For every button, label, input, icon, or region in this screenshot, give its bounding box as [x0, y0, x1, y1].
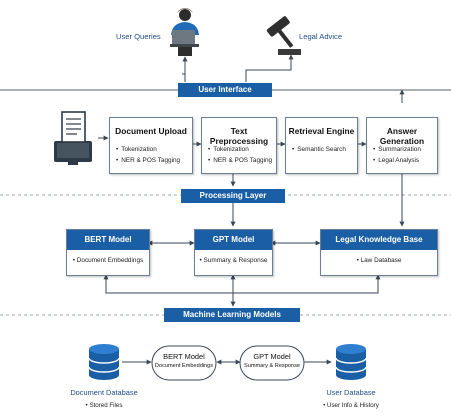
- gpt-model-box: GPT Model • Summary & Response: [194, 229, 273, 276]
- bert-model-box: BERT Model • Document Embeddings: [66, 229, 150, 276]
- pill-item: Summary & Response: [244, 363, 300, 369]
- db-item: • Stored Files: [85, 402, 123, 409]
- box-item: • Summary & Response: [199, 257, 268, 264]
- user-laptop-icon: [170, 8, 199, 56]
- db-title: User Database: [326, 388, 376, 397]
- pill-item: Document Embeddings: [154, 363, 214, 369]
- pill-title: BERT Model: [163, 352, 205, 361]
- list-item: Semantic Search: [292, 144, 346, 155]
- document-computer-icon: [54, 111, 92, 165]
- bert-model-pill: BERT Model Document Embeddings: [152, 352, 216, 369]
- box-title: GPT Model: [195, 230, 272, 250]
- database-icon: [335, 344, 367, 380]
- ml-models-bar: Machine Learning Models: [164, 308, 300, 322]
- list-item: NER & POS Tagging: [116, 155, 180, 166]
- list-item: Legal Analysis: [373, 155, 421, 166]
- list-item: NER & POS Tagging: [208, 155, 272, 166]
- db-title: Document Database: [70, 388, 138, 397]
- gavel-icon: [266, 16, 301, 55]
- user-queries-label: User Queries: [116, 32, 161, 41]
- document-upload-box: Document Upload Tokenization NER & POS T…: [109, 117, 193, 174]
- db-item: • User Info & History: [323, 402, 379, 409]
- box-title: Answer Generation: [379, 126, 425, 146]
- box-title: Text Preprocessing: [209, 126, 269, 146]
- box-title: Document Upload: [115, 126, 187, 136]
- bert-pill-shape: [151, 345, 217, 381]
- retrieval-engine-box: Retrieval Engine Semantic Search: [285, 117, 358, 174]
- models-bus: [105, 275, 379, 294]
- box-items: Summarization Legal Analysis: [373, 144, 421, 166]
- gpt-model-pill: GPT Model Summary & Response: [240, 352, 304, 369]
- box-title: BERT Model: [67, 230, 149, 250]
- list-item: Tokenization: [116, 144, 180, 155]
- pill-title: GPT Model: [253, 352, 291, 361]
- legal-knowledge-base-box: Legal Knowledge Base • Law Database: [320, 229, 438, 276]
- user-database: User Database • User Info & History: [301, 388, 401, 409]
- arrow-legal-ui: [245, 54, 294, 82]
- processing-layer-bar: Processing Layer: [181, 189, 285, 203]
- gpt-pill-shape: [239, 345, 305, 381]
- list-item: Summarization: [373, 144, 421, 155]
- box-title: Retrieval Engine: [288, 126, 355, 136]
- answer-generation-box: Answer Generation Summarization Legal An…: [366, 117, 438, 174]
- document-database: Document Database • Stored Files: [54, 388, 154, 409]
- legal-advice-label: Legal Advice: [299, 32, 343, 41]
- user-interface-bar: User Interface: [178, 83, 272, 97]
- box-item: • Document Embeddings: [72, 257, 144, 264]
- box-items: Tokenization NER & POS Tagging: [116, 144, 180, 166]
- box-title: Legal Knowledge Base: [321, 230, 437, 250]
- box-items: Tokenization NER & POS Tagging: [208, 144, 272, 166]
- text-preprocessing-box: Text Preprocessing Tokenization NER & PO…: [201, 117, 277, 174]
- database-icon: [88, 344, 120, 380]
- box-item: • Law Database: [356, 257, 402, 264]
- list-item: Tokenization: [208, 144, 272, 155]
- box-items: Semantic Search: [292, 144, 346, 155]
